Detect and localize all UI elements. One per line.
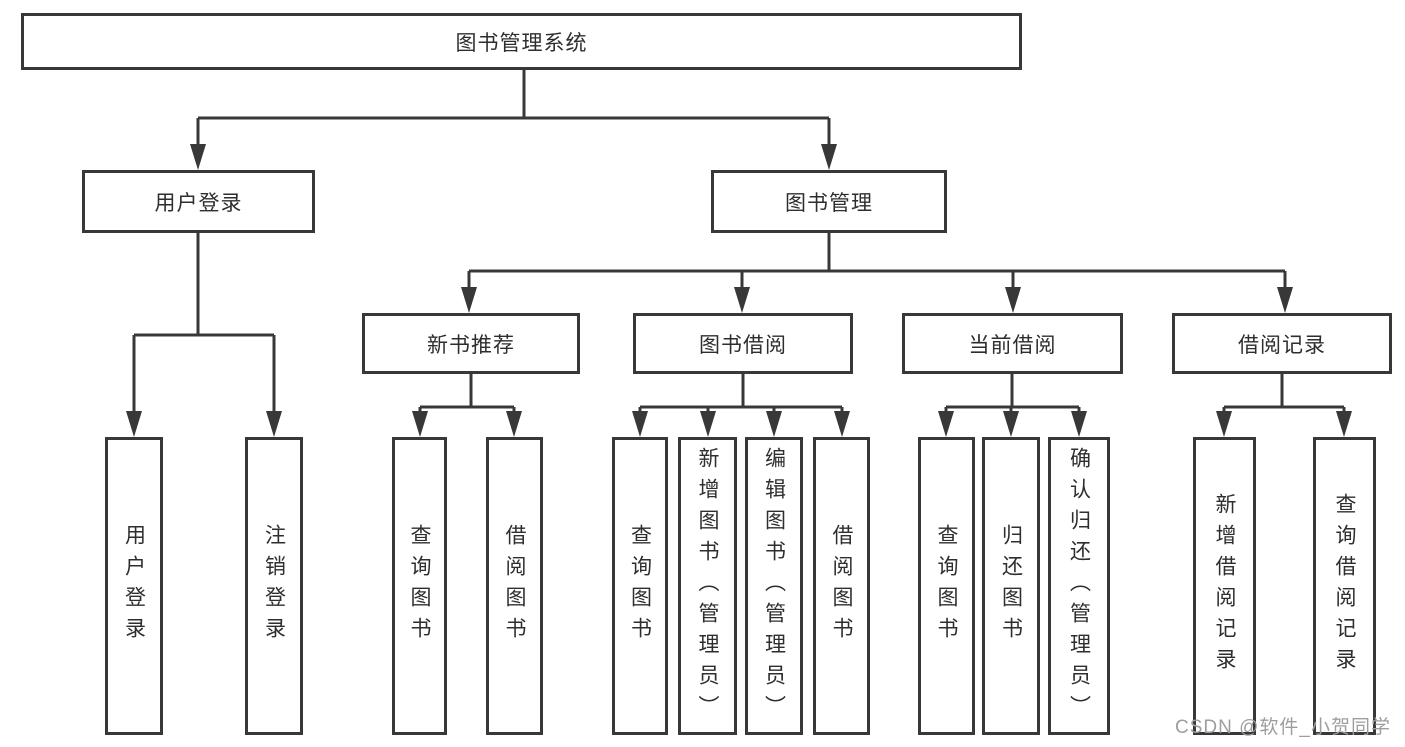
node-new-book-recommend-label: 新书推荐: [427, 333, 515, 357]
leaf-current-query-books: 查询图书: [918, 437, 975, 735]
leaf-borrow-books: 借阅图书: [813, 437, 870, 735]
leaf-edit-books-admin: 编辑图书（管理员）: [745, 437, 803, 735]
node-book-borrow-label: 图书借阅: [699, 333, 787, 357]
node-root-system: 图书管理系统: [21, 13, 1022, 70]
leaf-add-borrow-record: 新增借阅记录: [1193, 437, 1256, 735]
leaf-confirm-return-admin-label: 确认归还（管理员）: [1067, 446, 1091, 726]
leaf-return-books: 归还图书: [982, 437, 1040, 735]
node-new-book-recommend: 新书推荐: [362, 313, 580, 374]
leaf-edit-books-admin-label: 编辑图书（管理员）: [762, 446, 786, 726]
leaf-return-books-label: 归还图书: [999, 524, 1023, 648]
csdn-watermark: CSDN @软件_小贺同学: [1175, 717, 1391, 738]
leaf-recommend-borrow-books-label: 借阅图书: [503, 524, 526, 648]
node-root-label: 图书管理系统: [455, 31, 588, 55]
leaf-add-books-admin-label: 新增图书（管理员）: [696, 446, 719, 726]
leaf-query-borrow-record: 查询借阅记录: [1313, 437, 1376, 735]
leaf-borrow-query-books: 查询图书: [612, 437, 668, 735]
node-current-borrow-label: 当前借阅: [968, 333, 1057, 357]
node-user-login-label: 用户登录: [154, 191, 243, 215]
leaf-recommend-borrow-books: 借阅图书: [486, 437, 543, 735]
leaf-logout: 注销登录: [245, 437, 303, 735]
leaf-query-borrow-record-label: 查询借阅记录: [1333, 493, 1356, 679]
leaf-borrow-books-label: 借阅图书: [830, 524, 853, 648]
leaf-current-query-books-label: 查询图书: [935, 524, 958, 648]
leaf-add-borrow-record-label: 新增借阅记录: [1213, 493, 1236, 679]
leaf-recommend-query-books-label: 查询图书: [408, 524, 431, 648]
leaf-borrow-query-books-label: 查询图书: [628, 524, 652, 648]
leaf-user-login: 用户登录: [105, 437, 163, 735]
node-user-login: 用户登录: [82, 170, 315, 233]
leaf-add-books-admin: 新增图书（管理员）: [678, 437, 737, 735]
node-book-management-label: 图书管理: [785, 191, 873, 215]
node-book-borrow: 图书借阅: [633, 313, 853, 374]
leaf-recommend-query-books: 查询图书: [392, 437, 447, 735]
node-borrow-records: 借阅记录: [1172, 313, 1392, 374]
node-book-management: 图书管理: [711, 170, 947, 233]
node-borrow-records-label: 借阅记录: [1238, 333, 1326, 357]
node-current-borrow: 当前借阅: [902, 313, 1123, 374]
leaf-confirm-return-admin: 确认归还（管理员）: [1048, 437, 1110, 735]
leaf-user-login-label: 用户登录: [122, 524, 146, 648]
leaf-logout-label: 注销登录: [262, 524, 286, 648]
